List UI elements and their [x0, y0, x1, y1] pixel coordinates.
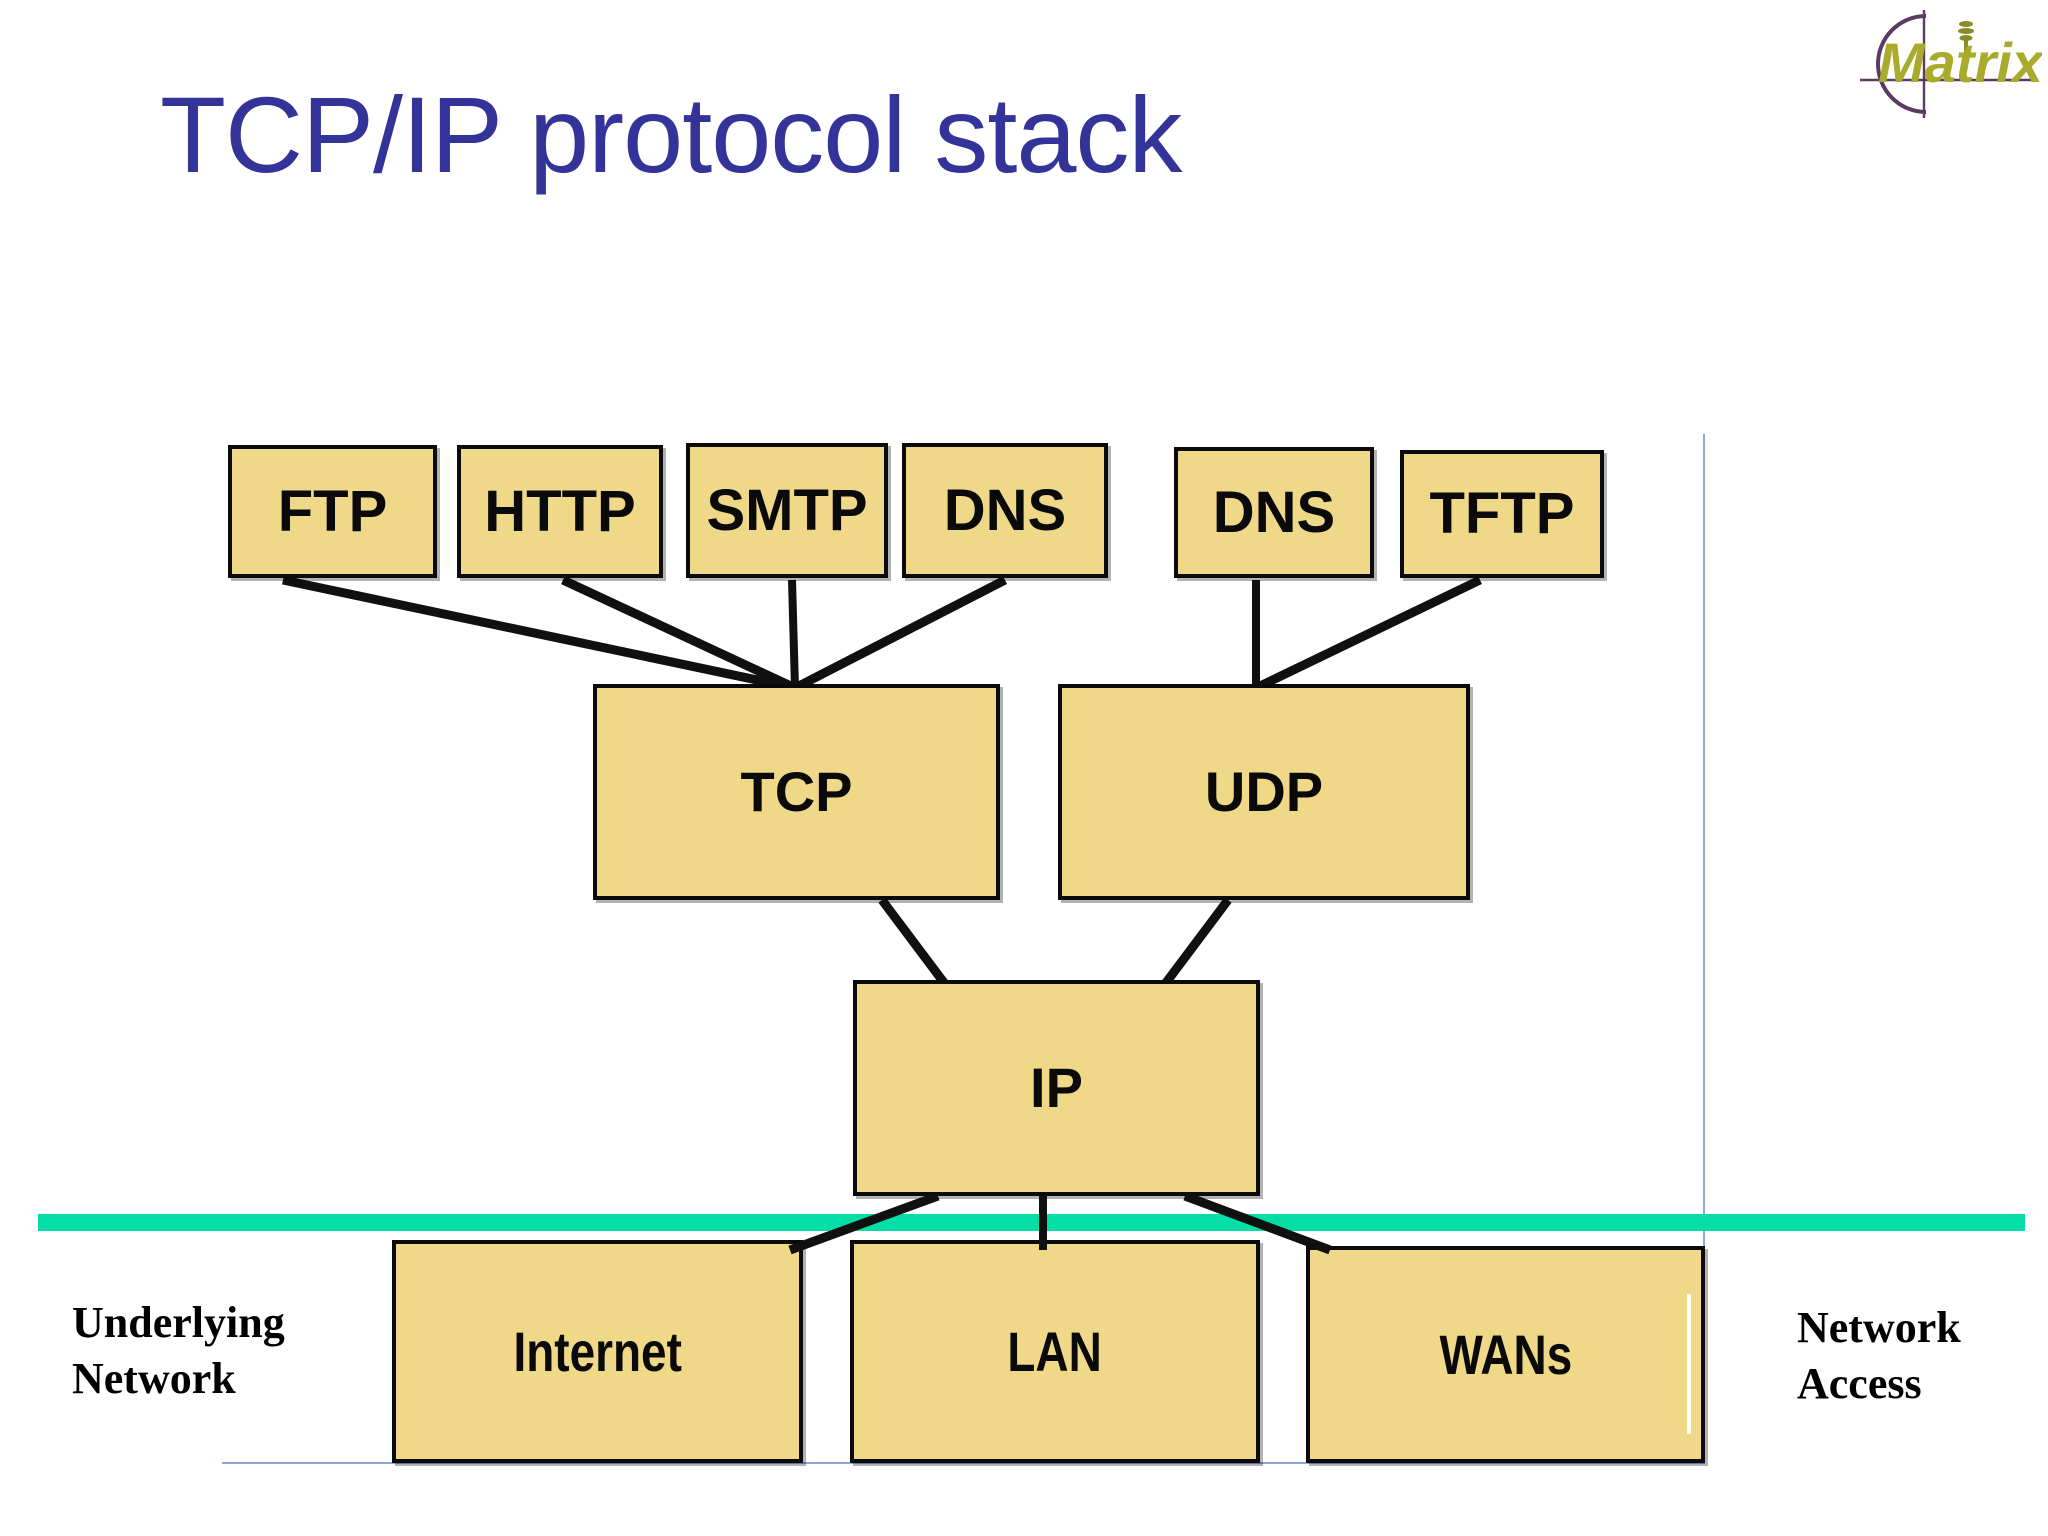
protocol-box-label: FTP	[277, 478, 388, 544]
label-network-access-line2: Access	[1797, 1359, 1922, 1409]
network-boundary-divider	[38, 1214, 2025, 1231]
protocol-box-label: TCP	[740, 760, 853, 823]
protocol-box-label: Internet	[513, 1319, 682, 1383]
logo-circle-arc	[1876, 14, 1927, 114]
label-underlying-network-line1: Underlying	[72, 1298, 285, 1347]
label-network-access-line1: Network	[1797, 1303, 1961, 1352]
protocol-box-label: DNS	[943, 477, 1067, 543]
protocol-box-http[interactable]: HTTP	[457, 445, 663, 578]
wans-box-highlight-tick	[1687, 1294, 1691, 1434]
protocol-box-smtp[interactable]: SMTP	[686, 443, 888, 578]
protocol-box-dns-tcp[interactable]: DNS	[902, 443, 1108, 578]
protocol-box-tcp[interactable]: TCP	[593, 684, 1000, 900]
connector-ftp-tcp	[282, 575, 796, 693]
protocol-box-internet[interactable]: Internet	[392, 1240, 803, 1463]
protocol-box-label: TFTP	[1429, 481, 1575, 546]
protocol-box-label: WANs	[1439, 1322, 1572, 1386]
connector-http-tcp	[561, 575, 797, 693]
connector-tftp-udp	[1254, 575, 1482, 693]
protocol-box-wans[interactable]: WANs	[1306, 1246, 1705, 1463]
protocol-box-label: HTTP	[484, 478, 636, 544]
protocol-box-ftp[interactable]: FTP	[228, 445, 437, 578]
label-network-access: Network Access	[1797, 1300, 2047, 1413]
label-underlying-network-line2: Network	[72, 1354, 236, 1404]
diagram-frame-bottom-line	[222, 1462, 1705, 1464]
label-underlying-network: Underlying Network	[72, 1295, 362, 1408]
logo-antenna-icon	[1958, 21, 1974, 54]
protocol-box-label: LAN	[1007, 1319, 1103, 1383]
diagram-frame-right-line	[1703, 434, 1705, 1463]
protocol-box-dns-udp[interactable]: DNS	[1174, 447, 1374, 578]
protocol-box-label: IP	[1030, 1056, 1083, 1119]
matrix-logo: Matrix	[1852, 6, 2042, 124]
protocol-box-label: UDP	[1204, 760, 1324, 823]
protocol-box-label: SMTP	[706, 477, 868, 543]
logo-wordmark: Matrix	[1878, 31, 2042, 94]
protocol-box-lan[interactable]: LAN	[850, 1240, 1260, 1463]
protocol-box-ip[interactable]: IP	[853, 980, 1260, 1196]
protocol-box-udp[interactable]: UDP	[1058, 684, 1470, 900]
protocol-box-label: DNS	[1212, 479, 1336, 545]
connector-dns-tcp	[792, 575, 1008, 693]
protocol-box-tftp[interactable]: TFTP	[1400, 450, 1604, 578]
connector-smtp-tcp	[788, 579, 799, 689]
page-title: TCP/IP protocol stack	[160, 74, 1182, 195]
connector-tcp-ip	[878, 897, 949, 987]
connector-udp-ip	[1161, 897, 1232, 987]
